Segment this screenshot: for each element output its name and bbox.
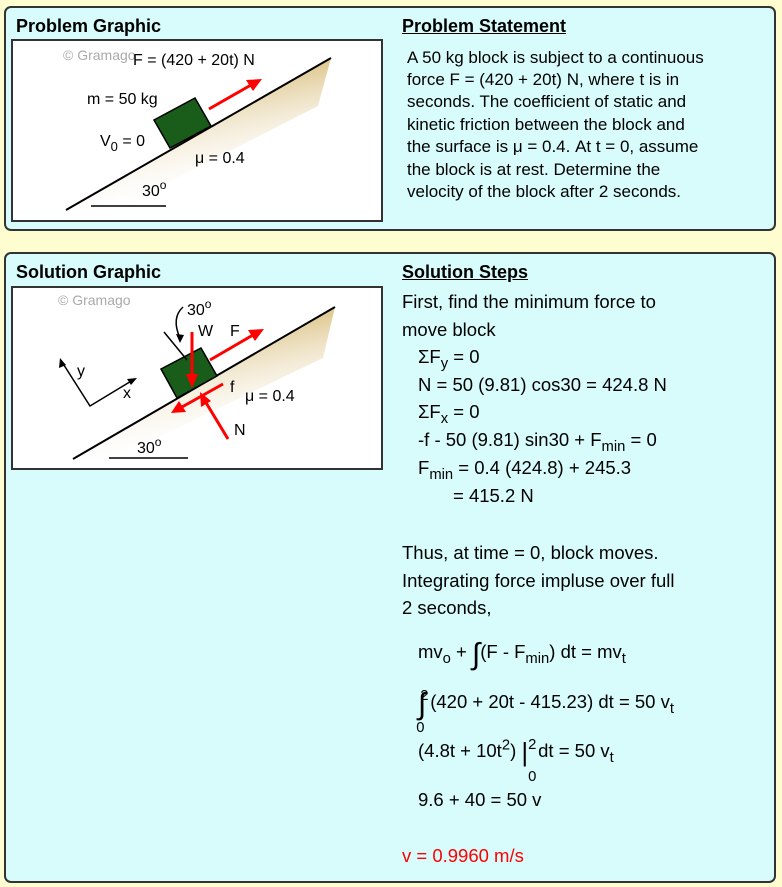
block [152,96,213,150]
step-intro: First, find the minimum force to [402,291,656,312]
impulse-equation: mvo + ∫(F - Fmin) dt = mvt [418,638,626,671]
mu-label: μ = 0.4 [245,388,295,405]
statement-line: force F = (420 + 20t) N, where t is in [407,70,680,89]
v0-label: V0 = 0 [100,133,145,154]
normal-label: N [234,422,246,439]
weight-arrowhead-icon [186,374,198,388]
solution-steps-title: Solution Steps [402,262,528,282]
step-intro: move block [402,319,496,340]
normal-force-equation: N = 50 (9.81) cos30 = 424.8 N [418,374,667,395]
watermark: © Gramago [58,292,131,308]
normal-arrowhead-icon [200,392,211,407]
statement-line: kinetic friction between the block and [407,115,685,134]
evaluated-equation: (4.8t + 10t2) |20dt = 50 vt [418,737,614,784]
weight-label: W [198,323,214,340]
y-axis-label: y [77,363,85,380]
mass-label: m = 50 kg [87,91,158,108]
friction-label: f [230,379,235,396]
answer: v = 0.9960 m/s [402,845,524,866]
solution-graphic-title: Solution Graphic [16,262,162,282]
step-text: 2 seconds, [402,597,492,618]
problem-statement-title: Problem Statement [402,16,567,36]
sum-fy-equation: ΣFy = 0 [418,346,480,373]
block [159,346,219,400]
y-axis-arrowhead-icon [59,358,66,368]
statement-line: A 50 kg block is subject to a continuous [407,48,704,67]
watermark: © Gramago [63,47,136,63]
statement-line: the surface is μ = 0.4. At t = 0, assume [407,137,699,156]
angle-label: 30o [142,178,167,200]
statement-line: seconds. The coefficient of static and [407,92,687,111]
angle-arc-arrow [175,306,184,339]
friction-arrowhead-icon [171,401,186,413]
mu-label: μ = 0.4 [195,150,245,167]
angle-top-label: 30o [187,297,212,319]
problem-diagram: © Gramago F = (420 + 20t) N m = 50 kg V0… [63,47,332,211]
normal-reference-line [163,331,188,361]
problem-graphic: © Gramago F = (420 + 20t) N m = 50 kg V0… [11,39,383,222]
angle-bottom-label: 30o [137,435,162,457]
statement-line: velocity of the block after 2 seconds. [407,182,682,201]
applied-force-arrow [209,333,254,362]
free-body-diagram: © Gramago 30o W F f μ = 0.4 N y x 30o [58,292,336,460]
step-text: Thus, at time = 0, block moves. [402,542,659,563]
fx-equation: -f - 50 (9.81) sin30 + Fmin = 0 [418,429,657,456]
integral-equation: ∫20(420 + 20t - 415.23) dt = 50 vt [416,688,674,735]
force-arrow [208,83,252,111]
statement-line: the block is at rest. Determine the [407,160,661,179]
x-axis-label: x [123,385,131,402]
solution-graphic: © Gramago 30o W F f μ = 0.4 N y x 30o [11,286,383,470]
arc-arrowhead-icon [176,334,184,343]
incline-surface [65,57,332,211]
coordinate-axes [61,361,134,408]
step-text: Integrating force impluse over full [402,570,675,591]
force-label: F [230,323,240,340]
normal-force-arrow [203,400,230,440]
x-axis-arrowhead-icon [127,378,137,385]
final-equation: 9.6 + 40 = 50 v [418,789,542,810]
fmin-equation: Fmin = 0.4 (424.8) + 245.3 [418,457,632,484]
force-label: F = (420 + 20t) N [133,52,255,69]
sum-fx-equation: ΣFx = 0 [418,401,480,428]
force-arrowhead-icon [246,79,262,91]
fmin-result: = 415.2 N [453,485,534,506]
force-arrowhead-icon [248,329,264,341]
problem-graphic-title: Problem Graphic [16,16,162,36]
